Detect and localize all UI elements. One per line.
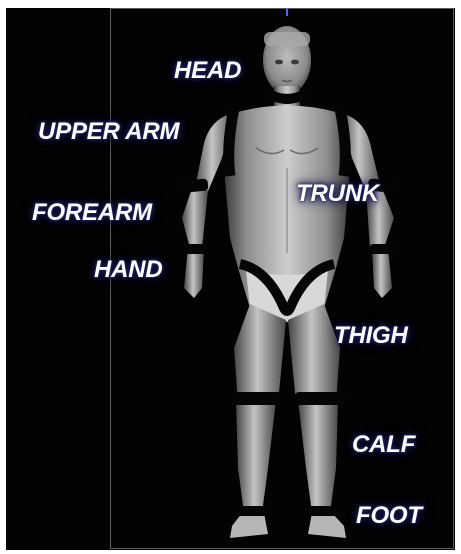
right-ankle-band [308,506,338,516]
right-shoulder-band [340,108,345,176]
body-segment-figure: HEAD UPPER ARM FOREARM HAND TRUNK THIGH … [6,8,455,550]
label-upper-arm: UPPER ARM [38,120,179,144]
left-wrist-band [182,244,208,254]
left-thigh-shape [234,304,286,403]
label-thigh: THIGH [334,324,408,348]
right-thigh-shape [288,304,340,403]
label-calf: CALF [352,433,415,457]
left-foot-shape [230,513,268,538]
label-trunk: TRUNK [296,182,379,206]
label-forearm: FOREARM [32,201,152,225]
right-hand-shape [372,248,392,298]
right-foot-shape [308,513,346,538]
body-scan-image [6,8,455,550]
left-knee-band [230,392,282,405]
label-foot: FOOT [356,504,422,528]
head-shape [263,26,311,94]
left-forearm-shape [182,188,208,248]
top-marker [286,8,288,16]
label-hand: HAND [94,258,163,282]
right-knee-band [294,392,346,405]
left-shoulder-band [229,108,234,176]
label-head: HEAD [174,59,241,83]
left-calf-shape [236,400,276,513]
right-wrist-band [370,244,396,254]
left-hand-shape [184,248,204,298]
right-calf-shape [298,400,338,513]
left-ankle-band [238,506,268,516]
